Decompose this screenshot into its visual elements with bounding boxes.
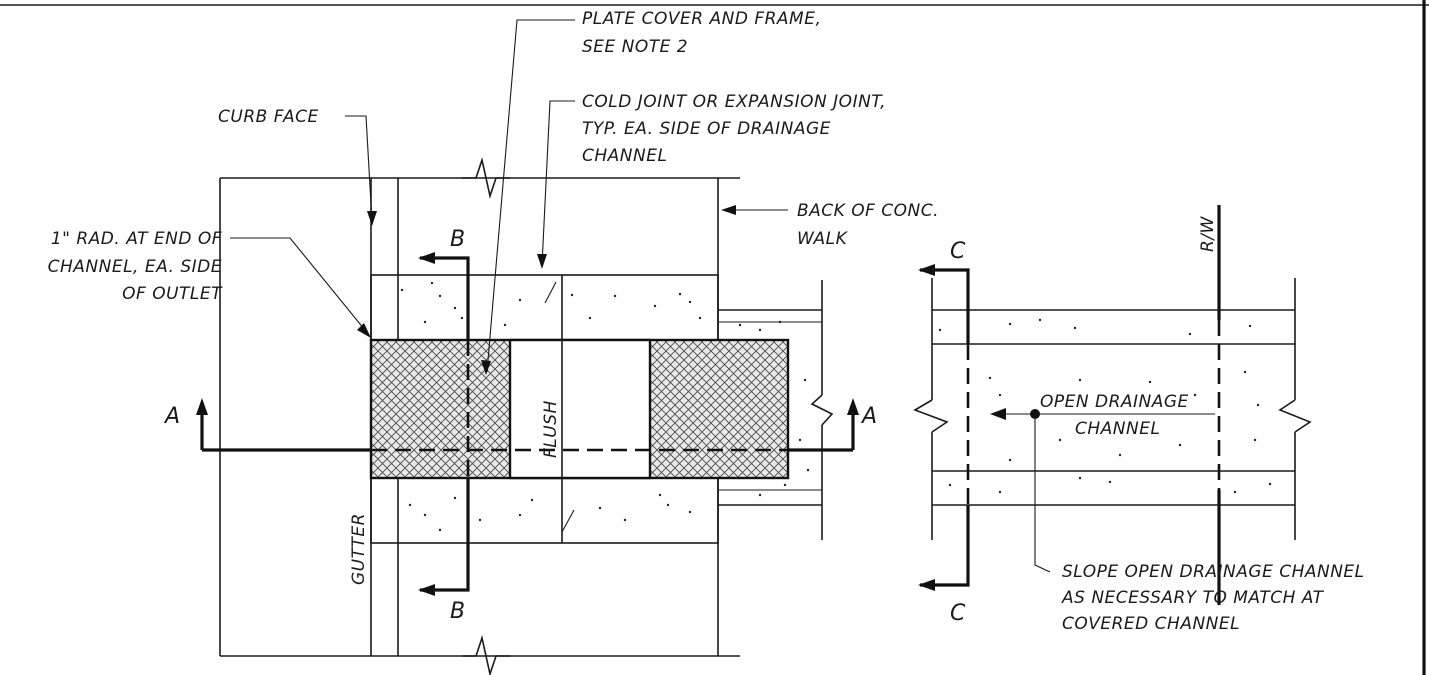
plate-cover-label-line1: PLATE COVER AND FRAME, <box>582 9 821 29</box>
joint-tick-top <box>544 281 557 304</box>
section-c-top-label: C <box>950 239 966 264</box>
section-b-top-leg <box>420 256 470 340</box>
plate-cover-leader <box>486 19 575 373</box>
cold-joint-label-line1: COLD JOINT OR EXPANSION JOINT, <box>582 92 886 112</box>
right-concrete-stipple <box>938 318 1272 494</box>
right-left-break <box>913 399 949 433</box>
section-c-bottom-leg <box>920 505 970 587</box>
flow-direction-arrow <box>990 408 1006 420</box>
right-plan-view: R/W C C OPEN DRAINAGE CHANNEL SLOPE OPEN… <box>913 205 1365 634</box>
concrete-stipple <box>400 281 810 532</box>
section-c-top-arrow <box>918 264 935 276</box>
section-b-bottom-label: B <box>450 599 465 624</box>
rw-label: R/W <box>1198 215 1218 252</box>
section-c-bottom-arrow <box>918 579 935 591</box>
cold-joint-leader <box>541 100 575 266</box>
radius-label-line3: OF OUTLET <box>122 284 223 304</box>
section-b-bottom-arrow <box>418 584 435 596</box>
slope-leader <box>1034 414 1051 573</box>
flush-gap-between-plates <box>508 338 652 480</box>
break-symbol-bottom <box>462 635 510 675</box>
section-b-top-arrow <box>418 252 435 264</box>
slope-label-line1: SLOPE OPEN DRAINAGE CHANNEL <box>1062 562 1365 582</box>
right-right-break <box>1278 399 1312 433</box>
back-walk-label-line1: BACK OF CONC. <box>797 201 939 221</box>
section-a-left-label: A <box>163 404 180 429</box>
radius-label-line2: CHANNEL, EA. SIDE <box>48 257 222 277</box>
open-channel-label-line1: OPEN DRAINAGE <box>1040 392 1189 412</box>
section-a-right-arrow <box>847 398 859 415</box>
back-walk-label-line2: WALK <box>797 229 849 249</box>
cold-joint-leader-arrow <box>537 254 547 269</box>
plate-cover-label-line2: SEE NOTE 2 <box>582 37 688 57</box>
curb-face-leader <box>345 115 373 223</box>
radius-leader-arrow <box>357 323 371 338</box>
section-b-top-label: B <box>450 227 465 252</box>
gutter-label: GUTTER <box>349 513 369 585</box>
section-c-top-leg <box>920 268 970 344</box>
cold-joint-label-line2: TYP. EA. SIDE OF DRAINAGE <box>582 119 831 139</box>
radius-leader <box>230 237 370 336</box>
section-a-left-arrow <box>196 398 208 415</box>
curb-face-label: CURB FACE <box>218 107 319 127</box>
pipe-break-symbol <box>810 394 834 426</box>
back-walk-leader-arrow <box>721 205 736 215</box>
section-c-bottom-label: C <box>950 601 966 626</box>
slope-label-line2: AS NECESSARY TO MATCH AT <box>1061 588 1325 608</box>
flush-label: FLUSH <box>541 400 561 458</box>
break-symbol-top <box>462 157 510 199</box>
curb-face-leader-arrow <box>367 211 377 226</box>
plate-cover-leader-arrow <box>481 360 491 375</box>
radius-label-line1: 1" RAD. AT END OF <box>51 229 222 249</box>
joint-tick-bottom <box>561 509 575 533</box>
cold-joint-label-line3: CHANNEL <box>582 146 667 166</box>
slope-label-line3: COVERED CHANNEL <box>1062 614 1240 634</box>
section-b-bottom-leg <box>420 478 470 592</box>
open-channel-label-line2: CHANNEL <box>1075 419 1160 439</box>
left-plan-view: A A B B PLATE COVER AND FRAME, SEE NOTE … <box>48 9 939 675</box>
section-a-right-label: A <box>860 404 877 429</box>
